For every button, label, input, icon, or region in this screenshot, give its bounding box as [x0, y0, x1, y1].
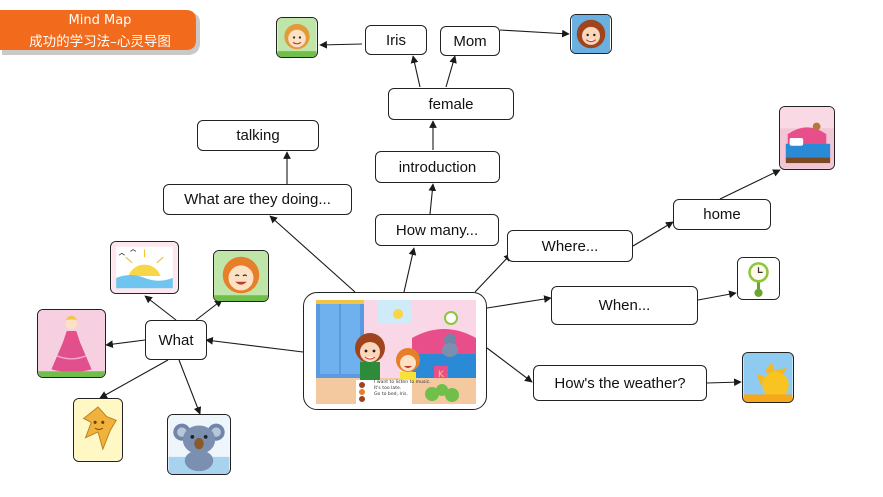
node-when[interactable]: When... — [551, 286, 698, 325]
home-bedroom-thumb[interactable] — [779, 106, 835, 170]
sunny-weather-thumb[interactable] — [742, 352, 794, 403]
sun-icon — [743, 353, 793, 402]
central-scene-image[interactable]: K I want to listen to music. It's too la… — [303, 292, 487, 410]
link-how-many-introduction — [428, 183, 437, 215]
link-what-girl — [195, 299, 223, 321]
node-mom[interactable]: Mom — [440, 26, 500, 56]
node-female[interactable]: female — [388, 88, 514, 120]
link-center-when — [486, 295, 552, 309]
link-home-thumb — [719, 169, 781, 200]
beach-sun-icon — [111, 242, 178, 293]
mom-portrait-thumb[interactable] — [570, 14, 612, 54]
link-when-thumb — [697, 290, 737, 301]
link-what-beach — [144, 295, 177, 321]
toy-thumb[interactable] — [73, 398, 123, 462]
link-center-what — [205, 337, 304, 353]
clock-thumb[interactable] — [737, 257, 780, 300]
link-what-toy — [99, 359, 169, 399]
node-hows-the-weather[interactable]: How's the weather? — [533, 365, 707, 401]
node-what[interactable]: What — [145, 320, 207, 360]
toy-bear-icon — [74, 399, 122, 461]
banner-subtitle: 成功的学习法–心灵导图 — [29, 34, 171, 50]
banner-title: Mind Map — [68, 13, 132, 28]
link-mom-thumb — [499, 29, 570, 38]
dialogue-line: I want to listen to music. — [374, 380, 431, 385]
link-center-doing — [269, 215, 356, 293]
koala-thumb[interactable] — [167, 414, 231, 475]
bed-icon — [780, 107, 834, 169]
smiling-girl-icon — [214, 251, 268, 301]
link-center-where — [474, 253, 512, 293]
scene-dialogue: I want to listen to music. It's too late… — [374, 380, 431, 399]
dialogue-line: Go to bed, Iris. — [374, 392, 408, 398]
link-where-home — [632, 221, 674, 247]
node-home[interactable]: home — [673, 199, 771, 230]
link-weather-thumb — [706, 378, 742, 387]
koala-icon — [168, 415, 230, 474]
girl-smiling-thumb[interactable] — [213, 250, 269, 302]
link-center-how-many — [403, 247, 417, 293]
node-how-many[interactable]: How many... — [375, 214, 499, 246]
banner-shape — [0, 10, 200, 55]
svg-text:K: K — [438, 370, 445, 380]
iris-portrait-thumb[interactable] — [276, 17, 318, 58]
link-iris-thumb — [319, 40, 363, 49]
mind-map-banner: Mind Map 成功的学习法–心灵导图 — [0, 10, 200, 56]
princess-icon — [38, 310, 105, 377]
princess-thumb[interactable] — [37, 309, 106, 378]
link-what-koala — [178, 359, 202, 415]
node-iris[interactable]: Iris — [365, 25, 427, 55]
clock-icon — [738, 258, 779, 299]
girl-face-icon — [277, 18, 317, 57]
bedroom-scene-icon: K — [316, 300, 476, 404]
link-female-iris — [410, 55, 421, 88]
mom-face-icon — [572, 15, 610, 53]
link-female-mom — [445, 55, 457, 88]
node-where[interactable]: Where... — [507, 230, 633, 262]
node-talking[interactable]: talking — [197, 120, 319, 151]
link-what-princess — [105, 339, 146, 348]
link-center-weather — [486, 347, 533, 383]
beach-drawing-thumb[interactable] — [110, 241, 179, 294]
dialogue-line: It's too late. — [374, 386, 402, 392]
node-introduction[interactable]: introduction — [375, 151, 500, 183]
node-what-are-they-doing[interactable]: What are they doing... — [163, 184, 352, 215]
